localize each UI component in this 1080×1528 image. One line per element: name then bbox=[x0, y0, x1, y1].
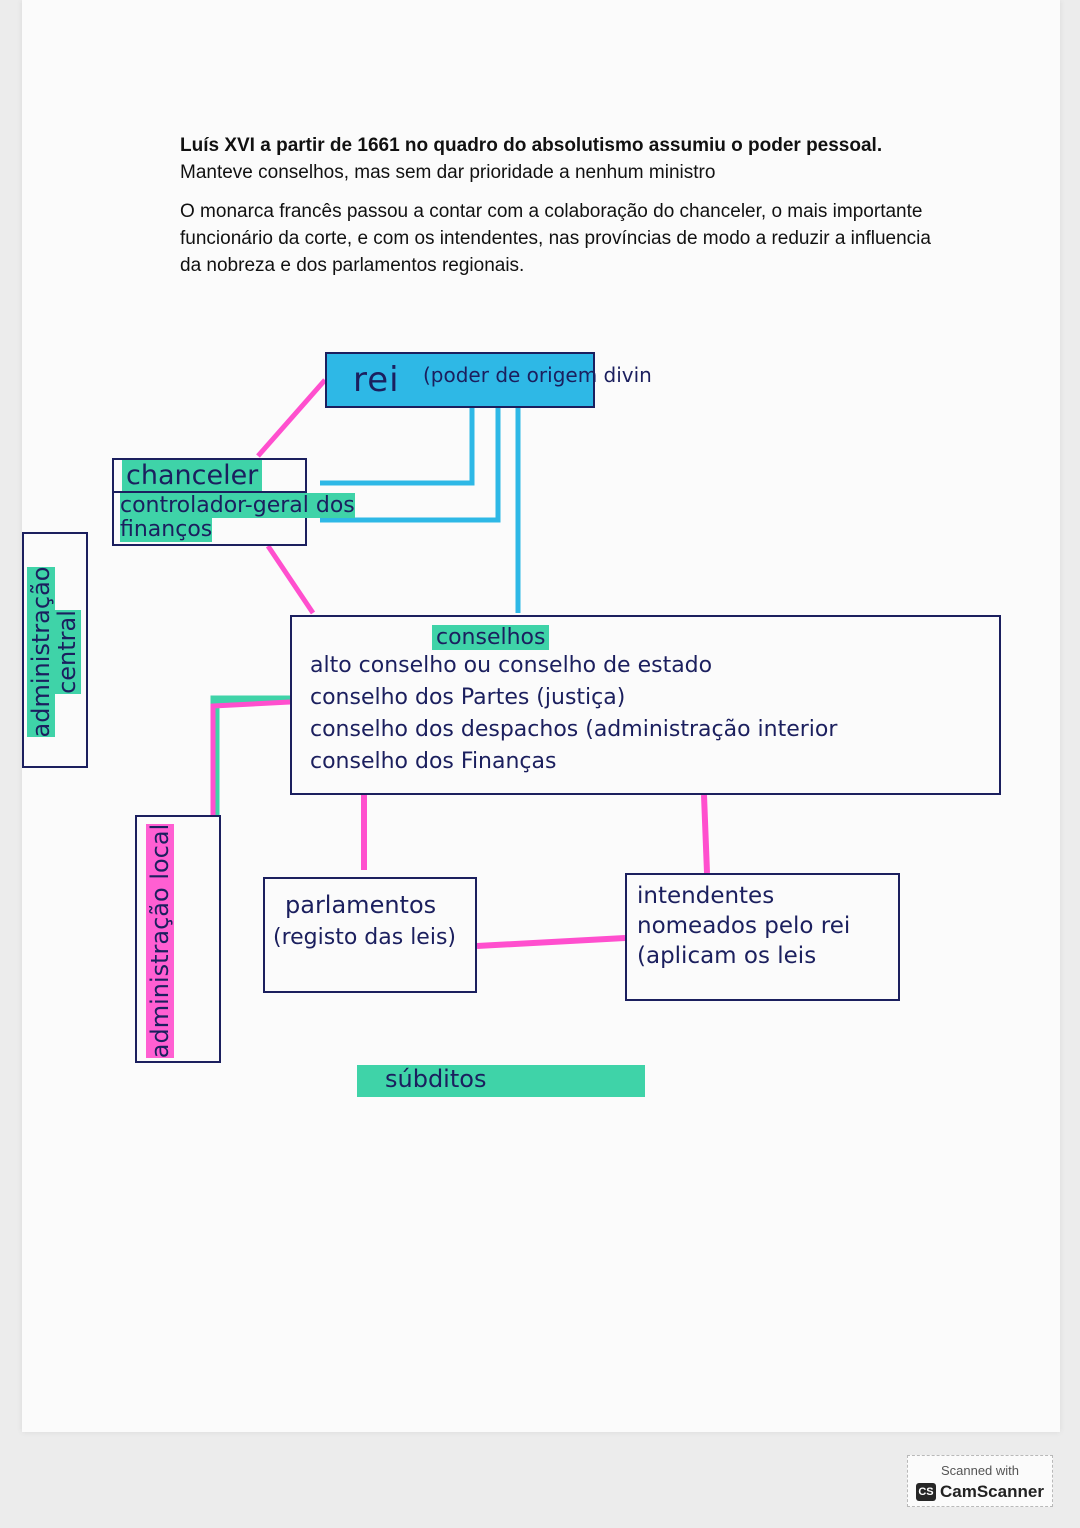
connector-conselhos-intendentes bbox=[701, 794, 710, 874]
connector-conselhos-admin-local-green bbox=[210, 695, 290, 815]
chanceler-box: chanceler controlador-geral dos finanços bbox=[112, 458, 355, 546]
conselhos-title: conselhos bbox=[432, 625, 550, 650]
camscanner-badge: Scanned with CS CamScanner bbox=[907, 1455, 1053, 1507]
connector-rei-chanceler-blue bbox=[320, 408, 475, 486]
rei-label: rei bbox=[353, 360, 400, 400]
badge-caption: Scanned with bbox=[940, 1463, 1020, 1478]
subditos-bar: súbditos bbox=[357, 1065, 645, 1097]
chanceler-divider bbox=[114, 491, 305, 493]
controlador-label: controlador-geral dos finanços bbox=[120, 493, 390, 542]
intendentes-box: intendentes nomeados pelo rei (aplicam o… bbox=[625, 873, 900, 1001]
conselho-item: alto conselho ou conselho de estado bbox=[310, 653, 713, 678]
conselho-item: conselho dos despachos (administração in… bbox=[310, 717, 838, 742]
conselhos-box: conselhos alto conselho ou conselho de e… bbox=[290, 615, 1001, 795]
connector-rei-controlador-blue bbox=[320, 408, 501, 523]
administracao-central-text: administração central bbox=[27, 566, 81, 738]
connector-rei-chanceler bbox=[256, 378, 327, 458]
administracao-central-label: administração central bbox=[24, 534, 90, 770]
connector-chanceler-conselhos bbox=[265, 544, 316, 615]
conselho-item: conselho dos Finanças bbox=[310, 749, 557, 774]
administracao-local-label: administração local bbox=[137, 817, 223, 1065]
administracao-local-box: administração local bbox=[135, 815, 221, 1063]
controlador-text: controlador-geral dos finanços bbox=[120, 493, 355, 542]
intendentes-label: intendentes nomeados pelo rei (aplicam o… bbox=[637, 883, 851, 969]
administracao-central-box: administração central bbox=[22, 532, 88, 768]
subditos-label: súbditos bbox=[385, 1065, 487, 1093]
intro-bold: Luís XVI a partir de 1661 no quadro do a… bbox=[180, 135, 883, 156]
connector-conselhos-admin-local bbox=[210, 699, 291, 815]
intro-rest: Manteve conselhos, mas sem dar prioridad… bbox=[180, 162, 716, 183]
parlamentos-box: parlamentos (registo das leis) bbox=[263, 877, 477, 993]
rei-description: (poder de origem divin bbox=[423, 363, 652, 387]
connector-parlamentos-intendentes bbox=[476, 935, 626, 949]
parlamentos-title: parlamentos bbox=[285, 891, 437, 919]
camscanner-logo-icon: CS bbox=[916, 1483, 936, 1501]
administracao-local-text: administração local bbox=[146, 823, 174, 1059]
conselho-item: conselho dos Partes (justiça) bbox=[310, 685, 626, 710]
intro-text: Luís XVI a partir de 1661 no quadro do a… bbox=[180, 132, 940, 291]
parlamentos-description: (registo das leis) bbox=[273, 925, 457, 950]
rei-box: rei (poder de origem divin bbox=[325, 352, 652, 408]
intro-paragraph-2: O monarca francês passou a contar com a … bbox=[180, 201, 931, 276]
chanceler-label: chanceler bbox=[122, 460, 263, 491]
intro-paragraph-1: Luís XVI a partir de 1661 no quadro do a… bbox=[180, 132, 940, 186]
scanned-page bbox=[22, 0, 1060, 1432]
badge-brand: CamScanner bbox=[940, 1482, 1044, 1501]
